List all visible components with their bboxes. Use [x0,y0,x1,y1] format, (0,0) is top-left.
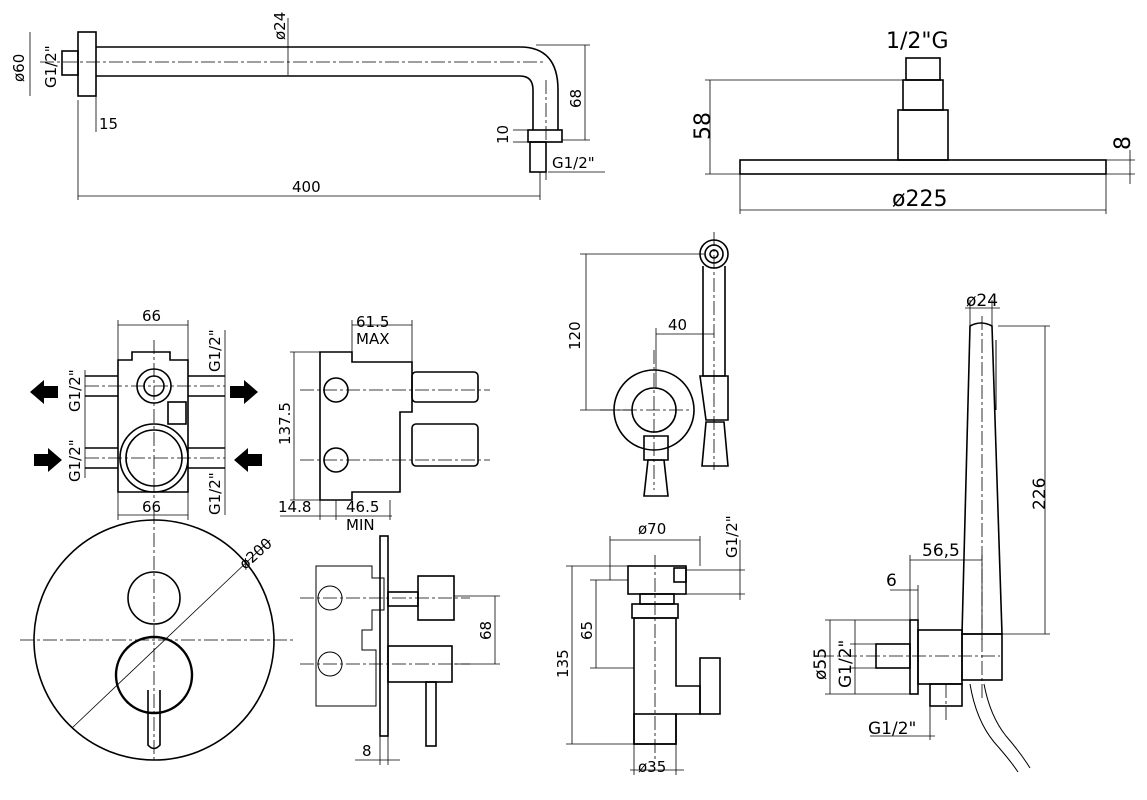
arm-dim-15: 15 [99,115,118,133]
outlet-dim-65: 65 [578,621,596,640]
valve-thread-top-left: G1/2" [66,369,84,412]
outlet-thread: G1/2" [723,515,741,558]
mixer-side-drawing: 68 8 [300,535,500,765]
arm-dim-10: 10 [494,125,512,144]
hand-shower-thread-side: G1/2" [836,640,856,688]
head-thread-label: 1/2"G [886,29,949,54]
mixer-dim-8: 8 [362,742,372,760]
outlet-diameter-70: ø70 [638,520,666,538]
arm-diameter-24: ø24 [271,12,289,40]
hand-shower-dim-56-5: 56,5 [922,541,960,561]
inlet-arrow-left-icon [234,448,262,472]
valve-max-label: MAX [356,330,389,348]
wall-plate-drawing: ø200 [20,510,295,761]
valve-thread-bottom-right: G1/2" [206,472,224,515]
arm-outlet-thread: G1/2" [552,154,595,172]
hand-shower-diameter-55: ø55 [811,648,831,680]
shower-head-drawing: 1/2"G 58 8 ø225 [691,29,1136,214]
valve-thread-bottom-left: G1/2" [66,439,84,482]
head-dim-8: 8 [1111,136,1136,150]
valve-dim-14-8: 14.8 [278,498,311,516]
valve-dim-61-5: 61.5 [356,313,389,331]
mixer-dim-68: 68 [477,621,495,640]
hand-shower-dim-6: 6 [886,571,897,591]
hand-shower-dim-226: 226 [1030,478,1050,510]
head-diameter-225: ø225 [892,187,947,212]
valve-dim-46-5: 46.5 [346,498,379,516]
valve-thread-top-right: G1/2" [206,329,224,372]
valve-body-front-drawing: 66 66 G1/2" G1/2" G1/2" G1/2" [30,307,262,520]
holder-dim-40: 40 [668,316,687,334]
outlet-diameter-35: ø35 [638,758,666,776]
valve-body-side-drawing: 61.5 MAX 137.5 14.8 46.5 MIN [276,313,490,534]
valve-dim-137-5: 137.5 [276,402,294,445]
valve-width-bottom: 66 [142,498,161,516]
shower-holder-drawing: 120 40 [566,232,729,497]
inlet-arrow-right-icon [34,448,62,472]
hand-shower-thread-bottom: G1/2" [868,719,916,739]
outlet-dim-135: 135 [554,649,572,678]
valve-width-top: 66 [142,307,161,325]
shower-arm-drawing: ø24 ø60 G1/2" 15 10 68 G1/2" 400 [10,12,605,200]
hand-shower-drawing: ø24 226 56,5 6 ø55 G1/2" G1/2" [811,291,1050,773]
arm-dim-400: 400 [292,178,321,196]
outlet-arrow-left-icon [30,380,58,404]
head-dim-58: 58 [691,112,716,140]
hand-shower-diameter-24: ø24 [966,291,998,311]
arm-wall-thread: G1/2" [42,45,60,88]
valve-min-label: MIN [346,516,375,534]
arm-diameter-60: ø60 [10,54,28,82]
outlet-arrow-right-icon [230,380,258,404]
arm-dim-68: 68 [567,89,585,108]
wall-outlet-drawing: ø70 G1/2" 65 135 ø35 [554,515,745,776]
holder-dim-120: 120 [566,321,584,350]
